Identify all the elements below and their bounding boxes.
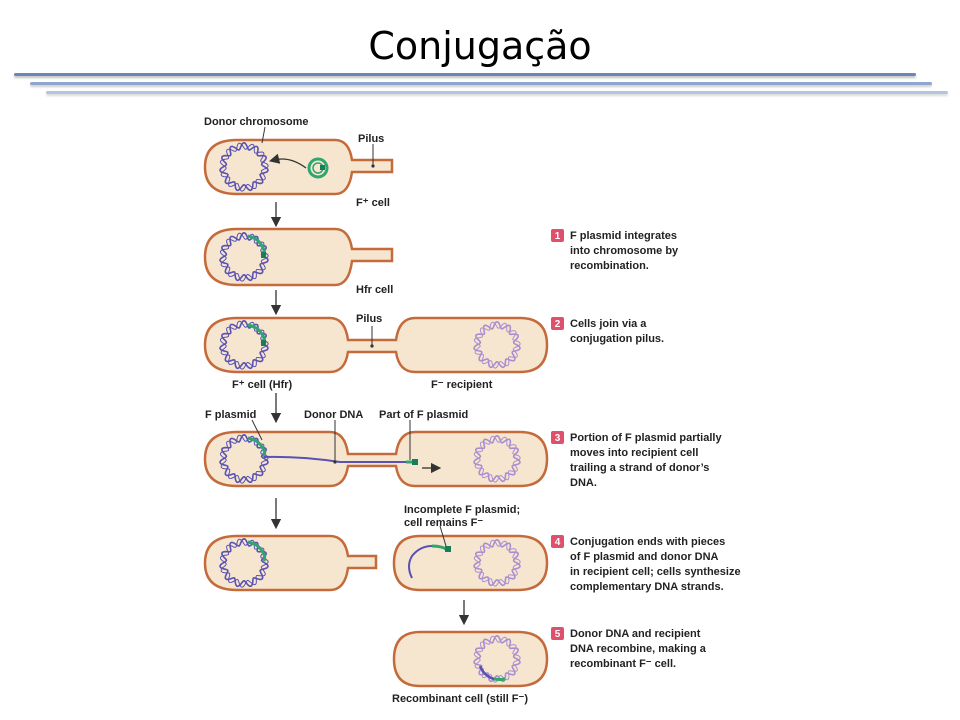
pilus-label-1: Pilus	[358, 133, 384, 145]
svg-text:moves into recipient cell: moves into recipient cell	[570, 447, 698, 459]
svg-text:Conjugation ends with pieces: Conjugation ends with pieces	[570, 536, 725, 548]
title-divider-1	[14, 73, 916, 76]
hfr-cell-label: Hfr cell	[356, 284, 393, 296]
svg-text:recombination.: recombination.	[570, 260, 649, 272]
svg-text:in recipient cell; cells synth: in recipient cell; cells synthesize	[570, 566, 741, 578]
svg-text:F plasmid integrates: F plasmid integrates	[570, 230, 677, 242]
recombinant-cell-body	[392, 630, 549, 688]
svg-text:of F plasmid and donor DNA: of F plasmid and donor DNA	[570, 551, 719, 563]
chromosome-strand	[219, 537, 269, 588]
recombinant-cell-label: Recombinant cell (still F⁻)	[392, 693, 528, 705]
chromosome-strand	[219, 142, 269, 192]
chromosome-strand	[473, 434, 521, 483]
svg-text:into chromosome by: into chromosome by	[570, 245, 679, 257]
svg-text:Donor DNA and recipient: Donor DNA and recipient	[570, 628, 701, 640]
step-5: 5 Donor DNA and recipient DNA recombine,…	[551, 627, 707, 670]
donor-dna-strand	[263, 455, 408, 463]
svg-text:DNA.: DNA.	[570, 477, 597, 489]
title-divider-2	[30, 82, 932, 85]
f-plasmid-ring-icon	[307, 157, 329, 179]
hfr-donor-cell-body	[203, 316, 549, 374]
svg-text:5: 5	[555, 629, 561, 640]
svg-text:2: 2	[555, 319, 561, 330]
chromosome-strand	[473, 634, 521, 683]
transfer-donor-cell-body	[203, 430, 549, 488]
page-title: Conjugação	[368, 24, 592, 68]
chromosome-strand	[473, 635, 521, 683]
chromosome-strand	[219, 231, 269, 282]
svg-text:recombinant F⁻ cell.: recombinant F⁻ cell.	[570, 658, 676, 670]
fminus-recipient-label: F⁻ recipient	[431, 379, 493, 391]
donor-dna-label: Donor DNA	[304, 409, 363, 421]
recipient-chromosome-icon	[473, 320, 521, 369]
separated-recipient-cell-body	[392, 534, 549, 592]
svg-text:4: 4	[555, 537, 561, 548]
donor-chromosome-label: Donor chromosome	[204, 116, 309, 128]
fplus-cell-body	[203, 138, 394, 196]
fplus-hfr-label: F⁺ cell (Hfr)	[232, 379, 293, 391]
transfer-recipient-chromosome-icon	[473, 434, 521, 483]
chromosome-strand	[219, 141, 269, 192]
step-1: 1 F plasmid integrates into chromosome b…	[551, 229, 679, 272]
chromosome-strand	[473, 320, 521, 369]
svg-text:Cells join via a: Cells join via a	[570, 318, 647, 330]
hfr-cell-body	[203, 227, 394, 287]
svg-text:conjugation pilus.: conjugation pilus.	[570, 333, 664, 345]
svg-text:trailing a strand of donor’s: trailing a strand of donor’s	[570, 462, 709, 474]
svg-text:complementary DNA strands.: complementary DNA strands.	[570, 581, 724, 593]
recombinant-chromosome-icon	[473, 634, 521, 683]
step-4: 4 Conjugation ends with pieces of F plas…	[551, 535, 741, 593]
svg-text:DNA recombine, making a: DNA recombine, making a	[570, 643, 707, 655]
f-plasmid-label: F plasmid	[205, 409, 256, 421]
chromosome-strand	[473, 538, 521, 587]
svg-text:Portion of F plasmid partially: Portion of F plasmid partially	[570, 432, 722, 444]
fplus-cell-label: F⁺ cell	[356, 197, 390, 209]
integration-arrow-icon	[268, 153, 307, 169]
incomplete-label-line2: cell remains F⁻	[404, 517, 483, 529]
pilus-label-2: Pilus	[356, 313, 382, 325]
step-3: 3 Portion of F plasmid partially moves i…	[551, 431, 722, 489]
step-2: 2 Cells join via a conjugation pilus.	[551, 317, 664, 345]
chromosome-strand	[219, 433, 269, 484]
chromosome-strand	[473, 321, 521, 369]
svg-text:3: 3	[555, 433, 561, 444]
donor-chromosome-icon	[219, 141, 269, 192]
svg-text:1: 1	[555, 231, 561, 242]
incomplete-label-line1: Incomplete F plasmid;	[404, 504, 520, 516]
title-divider-3	[46, 91, 948, 94]
separated-donor-cell-body	[203, 534, 378, 592]
chromosome-strand	[219, 319, 269, 370]
chromosome-strand	[473, 539, 521, 587]
part-f-plasmid-label: Part of F plasmid	[379, 409, 468, 421]
chromosome-strand	[473, 435, 521, 483]
separated-recipient-chromosome-icon	[473, 538, 521, 587]
